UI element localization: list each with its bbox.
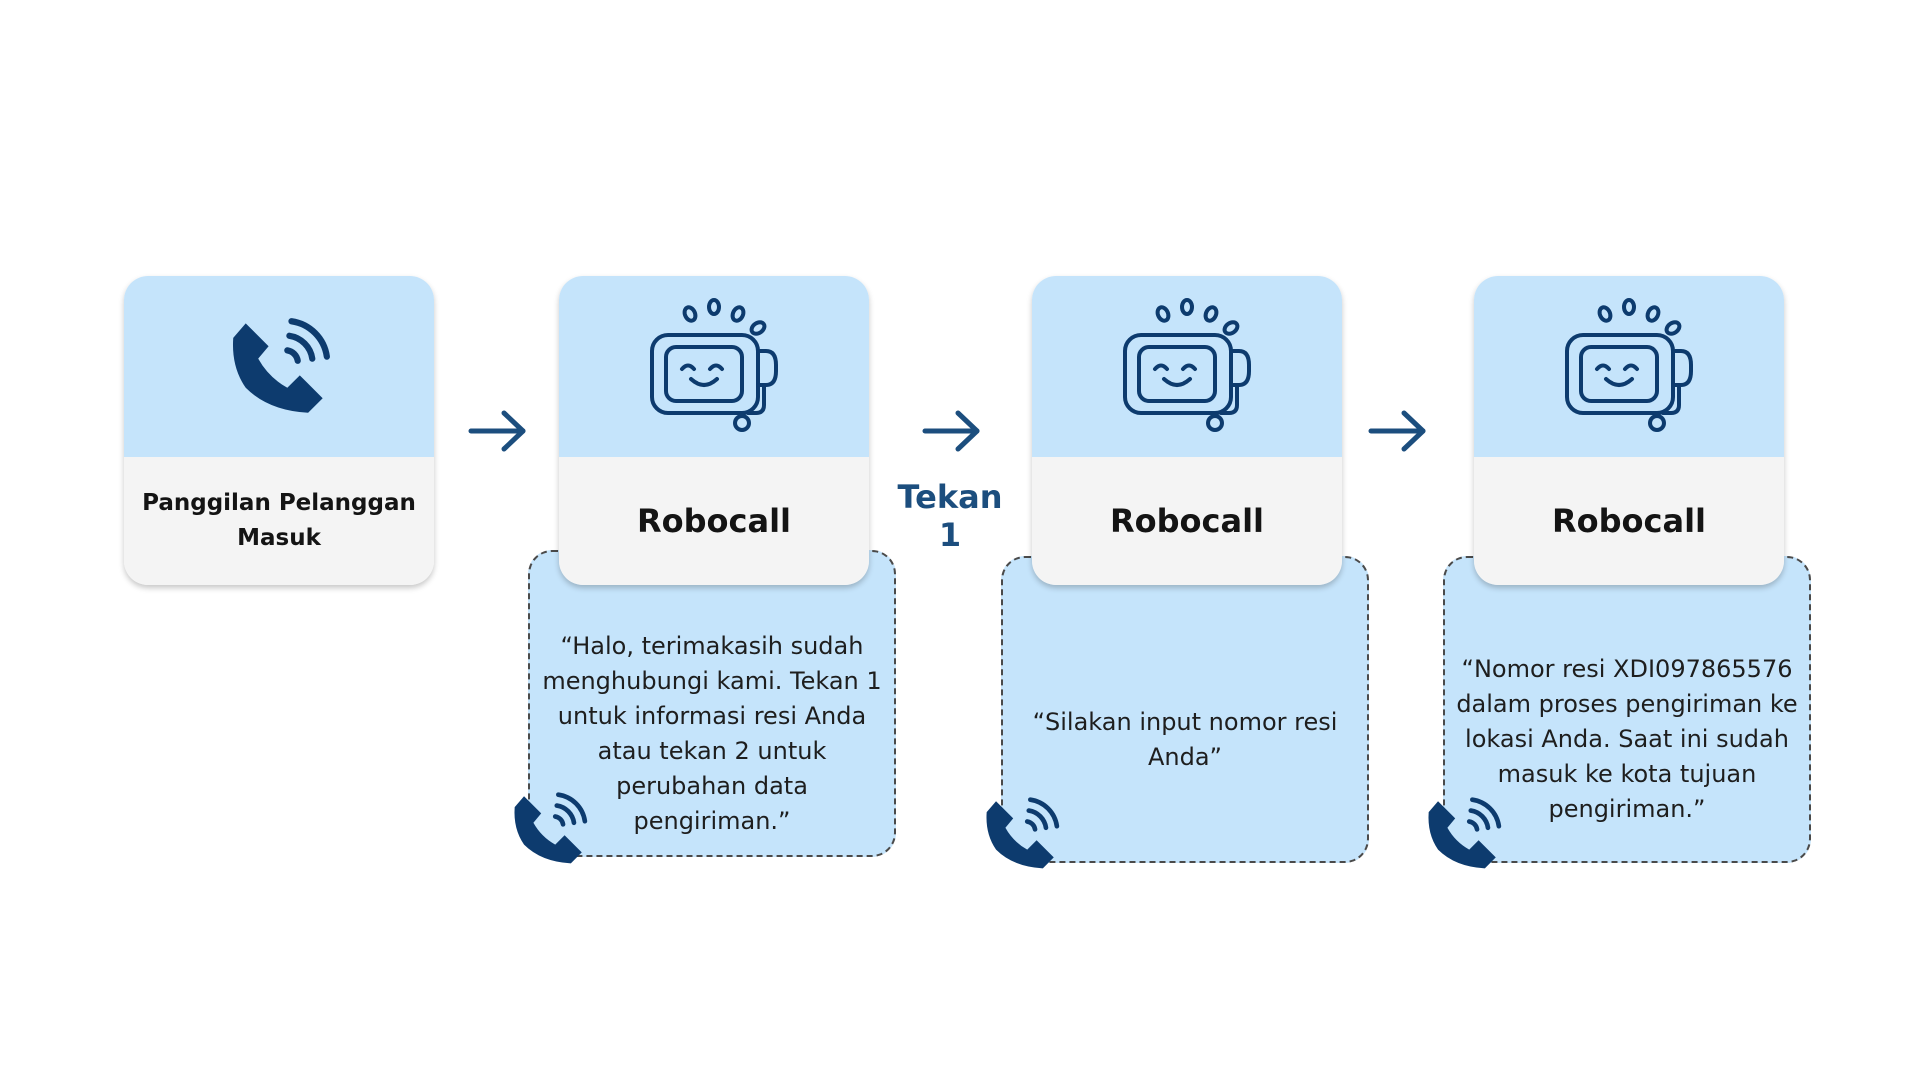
node-robocall-3: Robocall	[1474, 276, 1784, 585]
bubble-text: “Halo, terimakasih sudah menghubungi kam…	[542, 631, 882, 835]
speech-bubble-2: “Silakan input nomor resi Anda”	[1001, 556, 1369, 863]
phone-ringing-icon	[227, 315, 331, 419]
node-label: Robocall	[636, 502, 791, 540]
bubble-text: “Nomor resi XDI097865576 dalam proses pe…	[1456, 655, 1798, 823]
arrow-right-icon	[922, 410, 982, 452]
node-label: Robocall	[1551, 502, 1706, 540]
phone-ringing-icon	[1424, 795, 1502, 873]
edge-label: Tekan 1	[897, 478, 1003, 554]
speech-bubble-3: “Nomor resi XDI097865576 dalam proses pe…	[1443, 556, 1811, 863]
node-label: Panggilan Pelanggan Masuk	[142, 490, 416, 551]
arrow-right-icon	[468, 410, 528, 452]
bubble-text: “Silakan input nomor resi Anda”	[1032, 707, 1338, 771]
phone-ringing-icon	[510, 790, 588, 868]
node-label: Robocall	[1109, 502, 1264, 540]
arrow-right-icon	[1368, 410, 1428, 452]
speech-bubble-1: “Halo, terimakasih sudah menghubungi kam…	[528, 550, 896, 857]
robot-icon	[1117, 297, 1257, 437]
node-robocall-1: Robocall	[559, 276, 869, 585]
phone-ringing-icon	[982, 795, 1060, 873]
node-robocall-2: Robocall	[1032, 276, 1342, 585]
node-incoming-call: Panggilan Pelanggan Masuk	[124, 276, 434, 585]
robot-icon	[1559, 297, 1699, 437]
robot-icon	[644, 297, 784, 437]
